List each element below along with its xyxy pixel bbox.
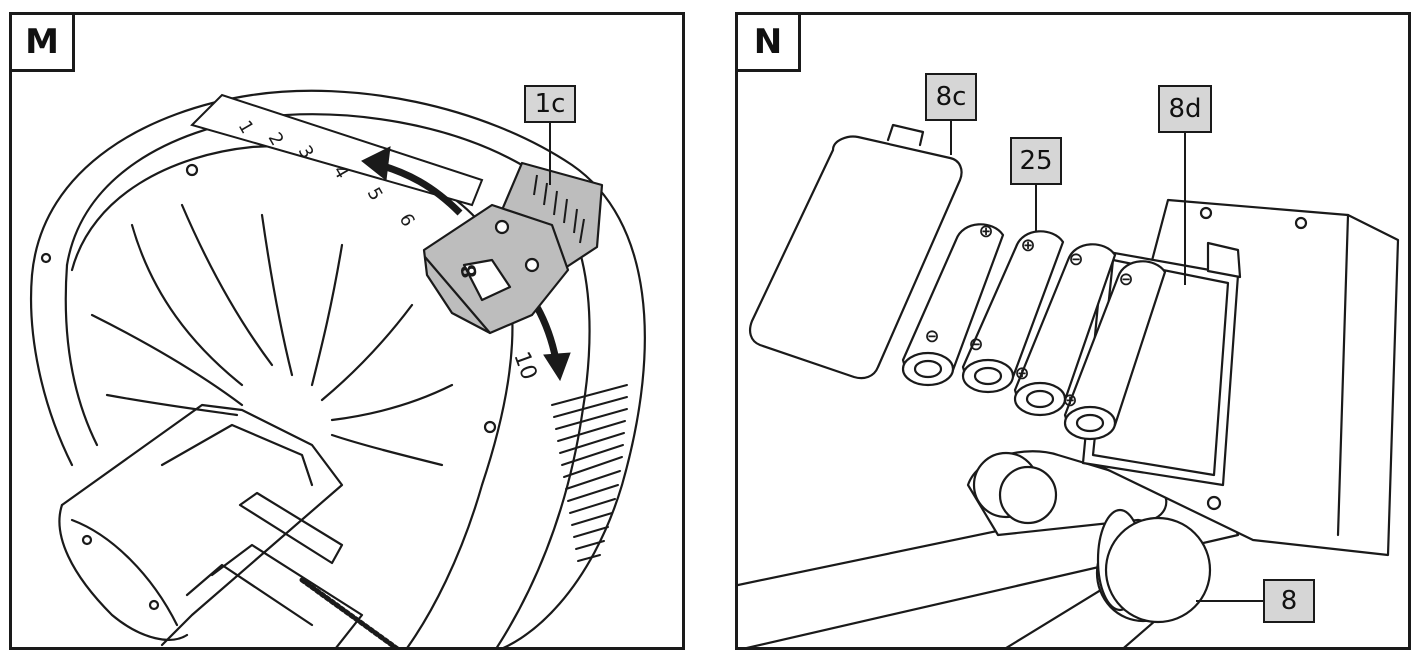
svg-text:⊖: ⊖: [968, 334, 983, 355]
battery: [1013, 243, 1117, 417]
dial-number-10: 10: [508, 349, 541, 384]
ribbed-rim: [551, 384, 628, 562]
battery-cover: [749, 135, 963, 380]
battery: [901, 223, 1005, 387]
panel-n: ⊕ ⊕ ⊖ ⊖ ⊖ ⊖ ⊕ ⊕ N 8c 25 8d 8: [735, 12, 1411, 650]
fan-blade: [130, 223, 244, 387]
svg-text:⊕: ⊕: [1020, 235, 1035, 256]
callout-8c: 8c: [925, 73, 977, 121]
flywheel-illustration: 1 2 3 4 5 6 10: [29, 89, 646, 647]
rotate-arrow-down: [533, 305, 571, 382]
resistance-knob: [422, 161, 604, 335]
panel-m: 1 2 3 4 5 6 10: [9, 12, 685, 650]
knob-number: 8: [456, 262, 482, 280]
dial-number-5: 5: [363, 184, 387, 204]
svg-text:⊖: ⊖: [924, 326, 939, 347]
svg-text:⊕: ⊕: [1014, 363, 1029, 384]
lever: [238, 491, 344, 565]
svg-text:⊕: ⊕: [1062, 390, 1077, 411]
dial-number-6: 6: [395, 210, 419, 230]
callout-8: 8: [1263, 579, 1315, 623]
battery: [961, 230, 1065, 394]
svg-text:⊕: ⊕: [978, 221, 993, 242]
callout-1c: 1c: [524, 85, 576, 123]
frame-bracket: [60, 403, 344, 647]
svg-text:⊖: ⊖: [1118, 269, 1133, 290]
chain: [299, 577, 400, 647]
svg-text:⊖: ⊖: [1068, 249, 1083, 270]
console-knob: [1104, 516, 1212, 624]
panel-label-n: N: [738, 15, 801, 72]
battery-illustration: ⊕ ⊕ ⊖ ⊖ ⊖ ⊖ ⊕ ⊕: [738, 121, 1400, 647]
flywheel-disk: [70, 145, 514, 647]
callout-25: 25: [1010, 137, 1062, 185]
callout-8d: 8d: [1158, 85, 1212, 133]
rotate-arrow-up: [361, 146, 463, 216]
panel-label-m: M: [12, 15, 75, 72]
battery: [1063, 260, 1167, 441]
